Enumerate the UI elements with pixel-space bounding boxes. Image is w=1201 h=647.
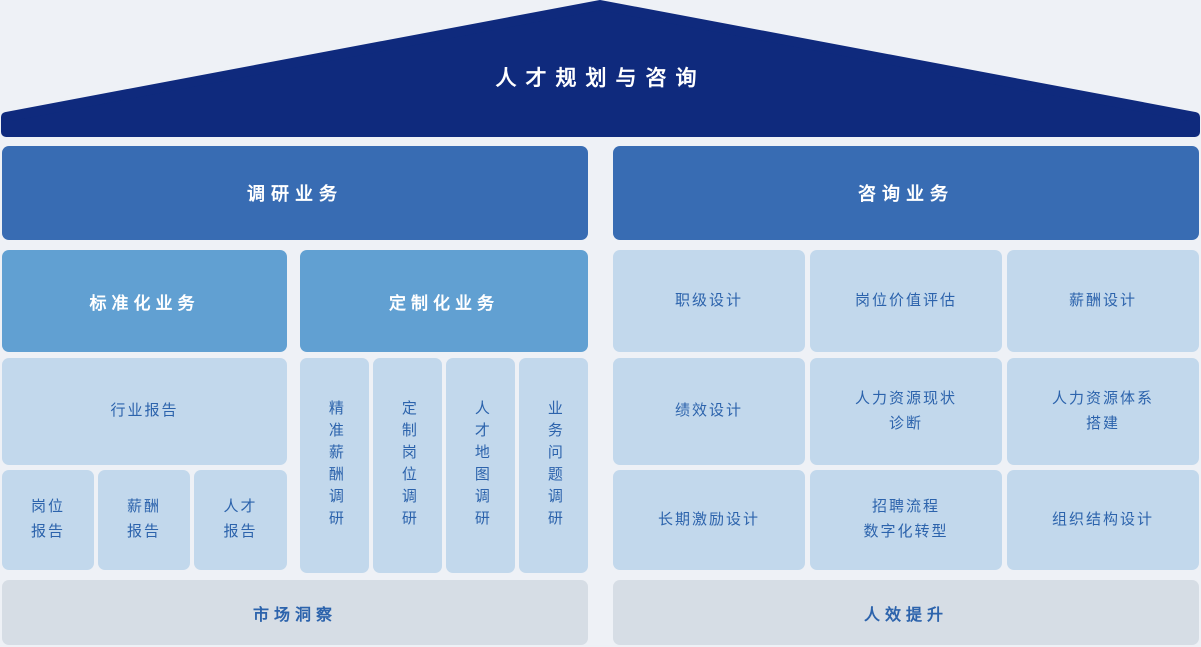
efficiency-improvement-footer: 人效提升 bbox=[613, 580, 1199, 645]
business-problem-survey-cell: 业务问题调研 bbox=[519, 358, 588, 573]
consulting-business-header: 咨询业务 bbox=[613, 146, 1199, 240]
recruitment-digital-transformation-cell: 招聘流程 数字化转型 bbox=[810, 470, 1002, 570]
precise-salary-survey-cell: 精准薪酬调研 bbox=[300, 358, 369, 573]
research-business-header: 调研业务 bbox=[2, 146, 588, 240]
roof-title: 人才规划与咨询 bbox=[495, 67, 706, 90]
talent-map-survey-cell: 人才地图调研 bbox=[446, 358, 515, 573]
custom-position-survey-cell: 定制岗位调研 bbox=[373, 358, 442, 573]
hr-system-building-cell: 人力资源体系 搭建 bbox=[1007, 358, 1199, 465]
long-term-incentive-design-cell: 长期激励设计 bbox=[613, 470, 805, 570]
salary-design-cell: 薪酬设计 bbox=[1007, 250, 1199, 352]
roof-shape bbox=[1, 0, 1200, 137]
performance-design-cell: 绩效设计 bbox=[613, 358, 805, 465]
talent-report-cell: 人才 报告 bbox=[194, 470, 287, 570]
organization-structure-design-cell: 组织结构设计 bbox=[1007, 470, 1199, 570]
job-level-design-cell: 职级设计 bbox=[613, 250, 805, 352]
industry-report-cell: 行业报告 bbox=[2, 358, 287, 465]
hr-status-diagnosis-cell: 人力资源现状 诊断 bbox=[810, 358, 1002, 465]
position-value-evaluation-cell: 岗位价值评估 bbox=[810, 250, 1002, 352]
market-insight-footer: 市场洞察 bbox=[2, 580, 588, 645]
customized-business-header: 定制化业务 bbox=[300, 250, 588, 352]
standardized-business-header: 标准化业务 bbox=[2, 250, 287, 352]
salary-report-cell: 薪酬 报告 bbox=[98, 470, 190, 570]
position-report-cell: 岗位 报告 bbox=[2, 470, 94, 570]
